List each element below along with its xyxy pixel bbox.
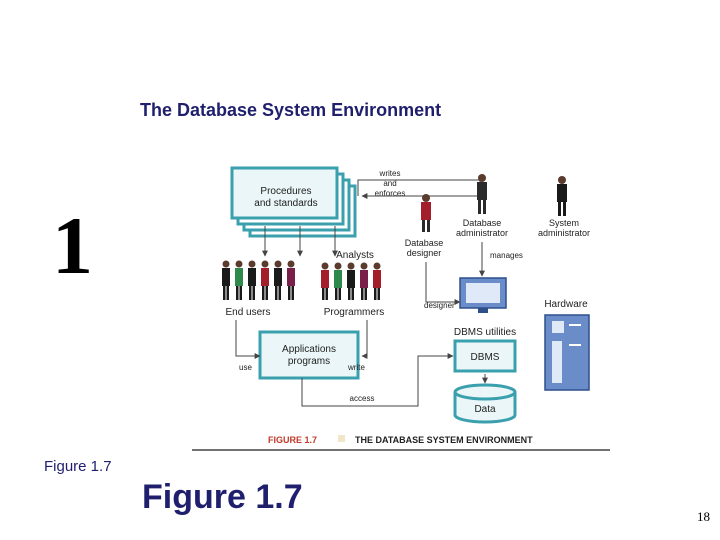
figure-label-large: Figure 1.7 [142,478,303,516]
caption-square [338,435,345,442]
use-label: use [239,363,252,372]
hardware-label: Hardware [544,299,588,310]
end-users-group [222,260,295,300]
procedures-label-1: Procedures [260,186,311,197]
applications-label-2: programs [288,356,330,367]
procedures-label-2: and standards [254,198,317,209]
write-label: write [347,363,365,372]
caption-number: FIGURE 1.7 [268,435,317,445]
caption-text: THE DATABASE SYSTEM ENVIRONMENT [355,435,533,445]
sys-admin-label-1: System [549,218,579,228]
system-administrator-person [557,176,567,216]
database-administrator-person [477,174,487,214]
programmers-group [321,262,381,300]
db-designer-label-2: designer [407,248,442,258]
db-designer-label-1: Database [405,238,444,248]
designer-label: designer [424,301,455,310]
writes-label: writes [379,169,401,178]
enforces-label: enforces [375,189,406,198]
database-system-environment-diagram: Procedures and standards writes and enfo… [192,166,610,451]
programmers-label: Programmers [324,307,385,318]
chapter-number: 1 [52,200,93,291]
computer-monitor [459,277,507,313]
and-label: and [383,179,396,188]
manages-label: manages [490,251,523,260]
dbms-label: DBMS [471,352,500,363]
analysts-label: Analysts [336,250,374,261]
end-users-label: End users [225,307,270,318]
data-label: Data [474,404,496,415]
access-label: access [350,394,375,403]
applications-label-1: Applications [282,344,336,355]
database-designer-person [421,194,431,232]
applications-box [258,330,360,380]
data-cylinder [453,383,517,424]
figure-label-small: Figure 1.7 [44,458,112,475]
slide-title: The Database System Environment [140,100,442,120]
page-number: 18 [697,509,710,524]
procedures-box: Procedures and standards [230,166,357,238]
dbms-box [453,339,517,373]
hardware-tower [544,314,590,391]
db-admin-label-1: Database [463,218,502,228]
dbms-utilities-label: DBMS utilities [454,327,516,338]
sys-admin-label-2: administrator [538,228,590,238]
db-admin-label-2: administrator [456,228,508,238]
